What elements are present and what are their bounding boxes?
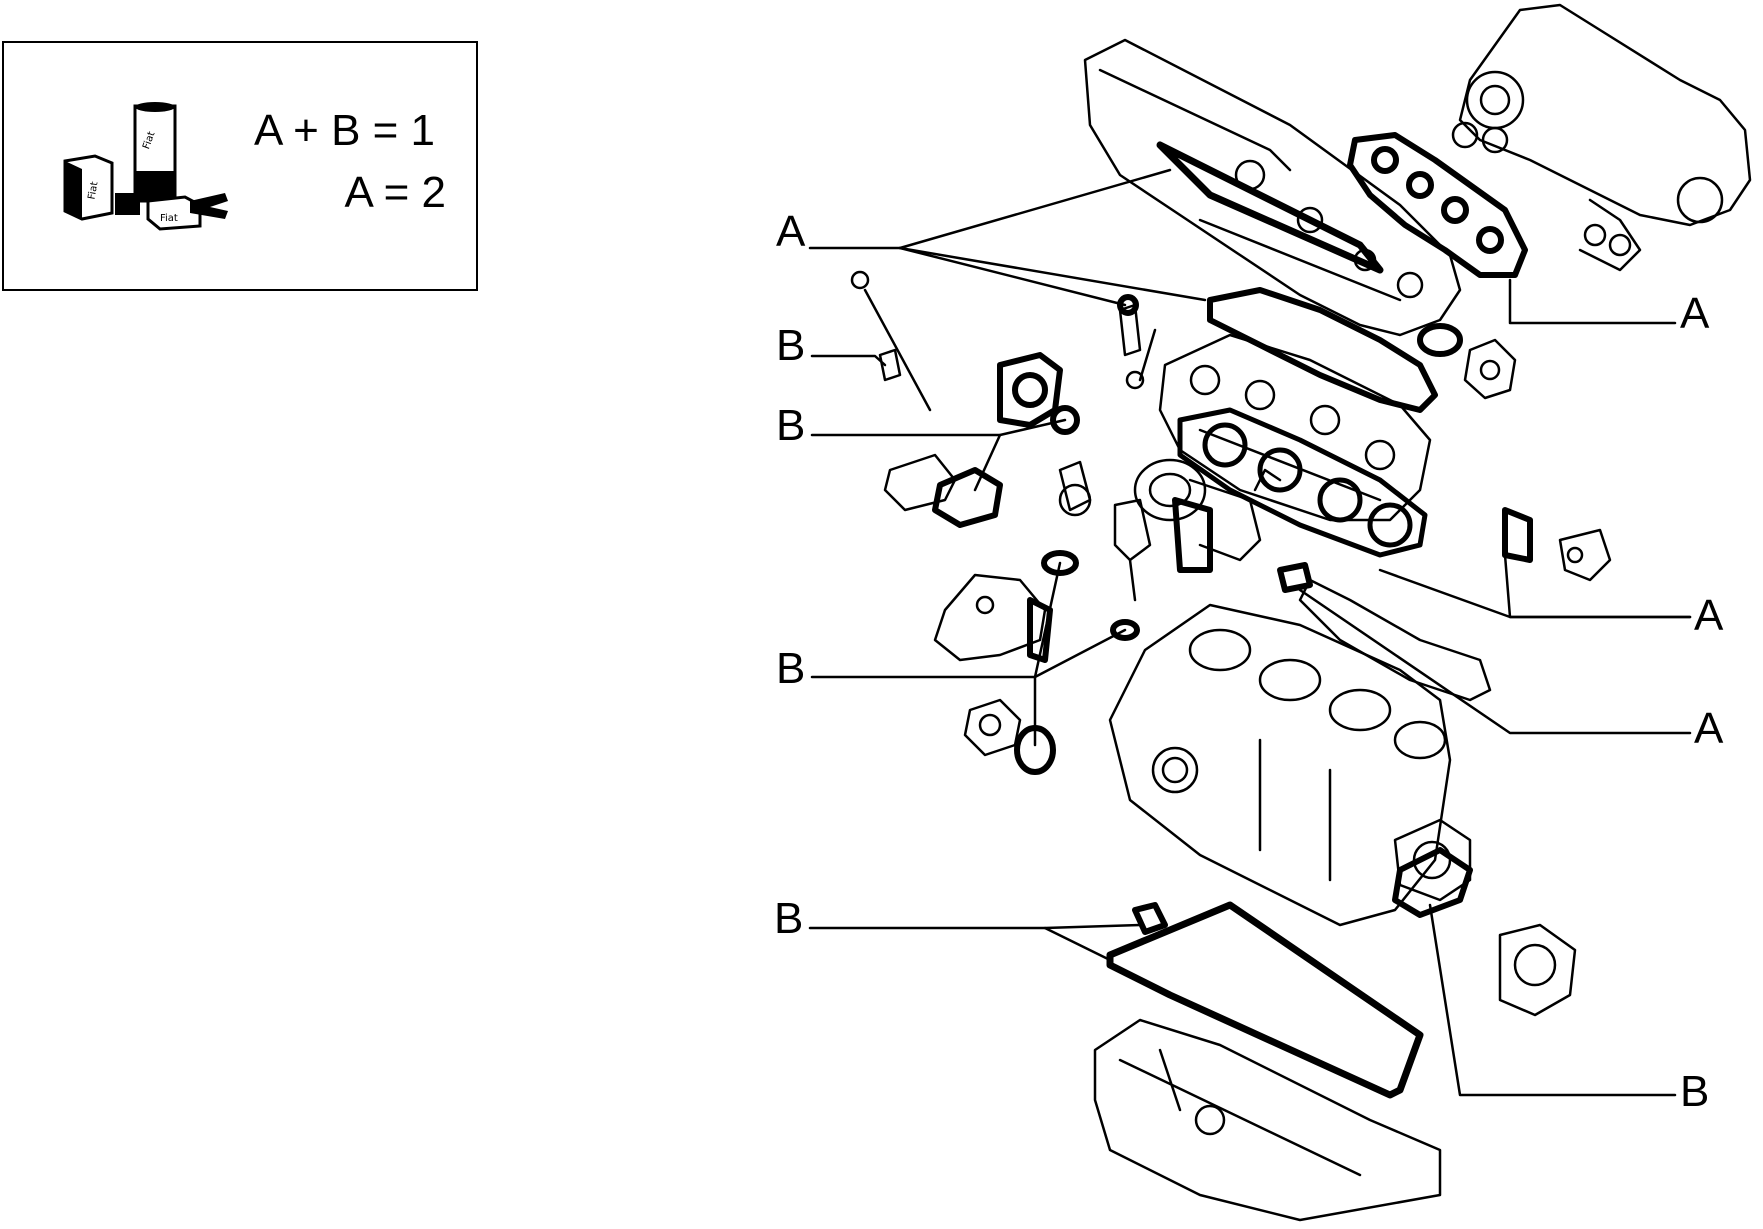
sealing-washer-upper [1041, 550, 1079, 576]
callout-a-right-middle: A [1694, 591, 1724, 640]
legend-equation-kit-a: A = 2 [344, 168, 446, 217]
svg-text:Fiat: Fiat [87, 181, 101, 201]
callout-b-dipstick: B [776, 321, 805, 370]
legend-equation-kit-total: A + B = 1 [254, 106, 436, 155]
oil-pan-gasket [1106, 901, 1424, 1099]
svg-text:Fiat: Fiat [160, 213, 178, 224]
rear-main-seal-carrier [1498, 923, 1577, 1017]
valve-assembly [1118, 303, 1157, 390]
oil-pump-housing [963, 698, 1022, 757]
engine-block [1108, 603, 1452, 927]
gasket-kit-pack-icon: Fiat Fiat Fiat [63, 102, 228, 231]
cylinder-head [1158, 333, 1432, 522]
oil-sump [1093, 1018, 1442, 1222]
callout-b-middle-left: B [776, 644, 805, 693]
flange-seal-ring [1417, 323, 1463, 357]
cam-carrier-cover [1083, 38, 1462, 337]
water-pump-gasket [1172, 497, 1213, 573]
leader-lines-b [808, 354, 1677, 1097]
callout-b-lower-right: B [1680, 1067, 1709, 1116]
intake-manifold [1451, 3, 1752, 272]
rear-seal-gasket [1392, 847, 1473, 918]
water-pipe [1298, 578, 1492, 702]
cam-cover-gasket [1156, 141, 1384, 274]
sealing-washer-lower [1110, 619, 1140, 641]
exhaust-manifold-gasket [1347, 132, 1528, 278]
callout-b-upper-left: B [776, 401, 805, 450]
belt-guard-bracket [933, 573, 1047, 662]
leader-lines-a [808, 168, 1692, 735]
water-pump [1133, 458, 1262, 562]
oil-pump-pickup-gasket [1132, 902, 1168, 935]
oil-seal [1050, 405, 1080, 435]
bracket-gasket [1027, 597, 1053, 663]
callout-a-right-lower: A [1694, 704, 1724, 753]
head-cover-gasket [1207, 287, 1438, 413]
water-outlet-flange [1463, 338, 1517, 400]
left-cover-plate [883, 453, 957, 512]
callout-a-right-upper: A [1680, 289, 1710, 338]
small-gasket [1277, 562, 1313, 593]
callout-a-top: A [776, 207, 806, 256]
oil-dipstick [850, 270, 932, 412]
cylinder-head-gasket [1177, 407, 1428, 558]
temperature-sender [1058, 460, 1092, 517]
callout-labels: A A A A B B B B B [774, 207, 1724, 1116]
hose-fitting [1253, 468, 1282, 492]
sender-unit [1113, 498, 1152, 602]
callout-b-lower-left: B [774, 894, 803, 943]
thermostat-housing [1558, 528, 1612, 582]
sensor-plug [878, 348, 902, 382]
kit-legend-box: Fiat Fiat Fiat A + B = 1 A = 2 [2, 41, 478, 291]
side-flange-gasket [1502, 507, 1533, 563]
